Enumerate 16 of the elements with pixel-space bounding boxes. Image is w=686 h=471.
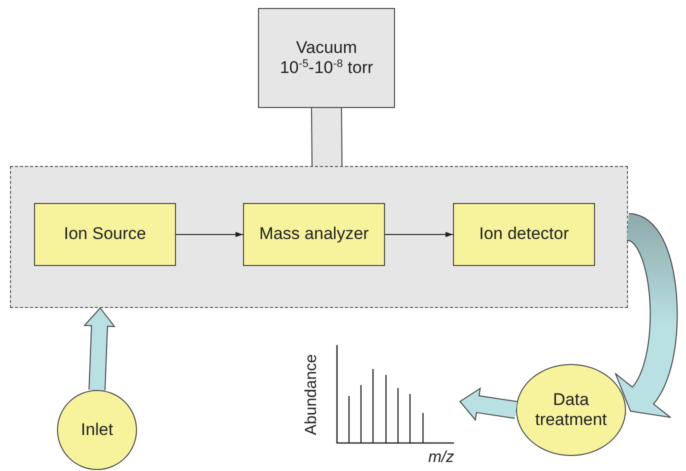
process-box [34,203,176,266]
connecting-pipe [311,107,343,167]
arrow [385,232,453,238]
node-label: Ion detector [479,224,569,245]
node-label: Vacuum 10$^{-5}$-10$^{-8}$ torr [278,38,374,78]
node-label: Mass analyzer [259,224,369,245]
arrow [176,232,243,238]
process-box [453,203,595,266]
node-label: Data treatment [534,390,608,430]
process-box [243,203,385,266]
node-label: Inlet [80,420,114,440]
process-box [258,8,395,108]
system-boundary-box [10,166,628,308]
node-label: Ion Source [64,224,146,245]
x-axis-label: m/z [428,448,454,468]
y-axis-label: Abundance [302,354,321,436]
